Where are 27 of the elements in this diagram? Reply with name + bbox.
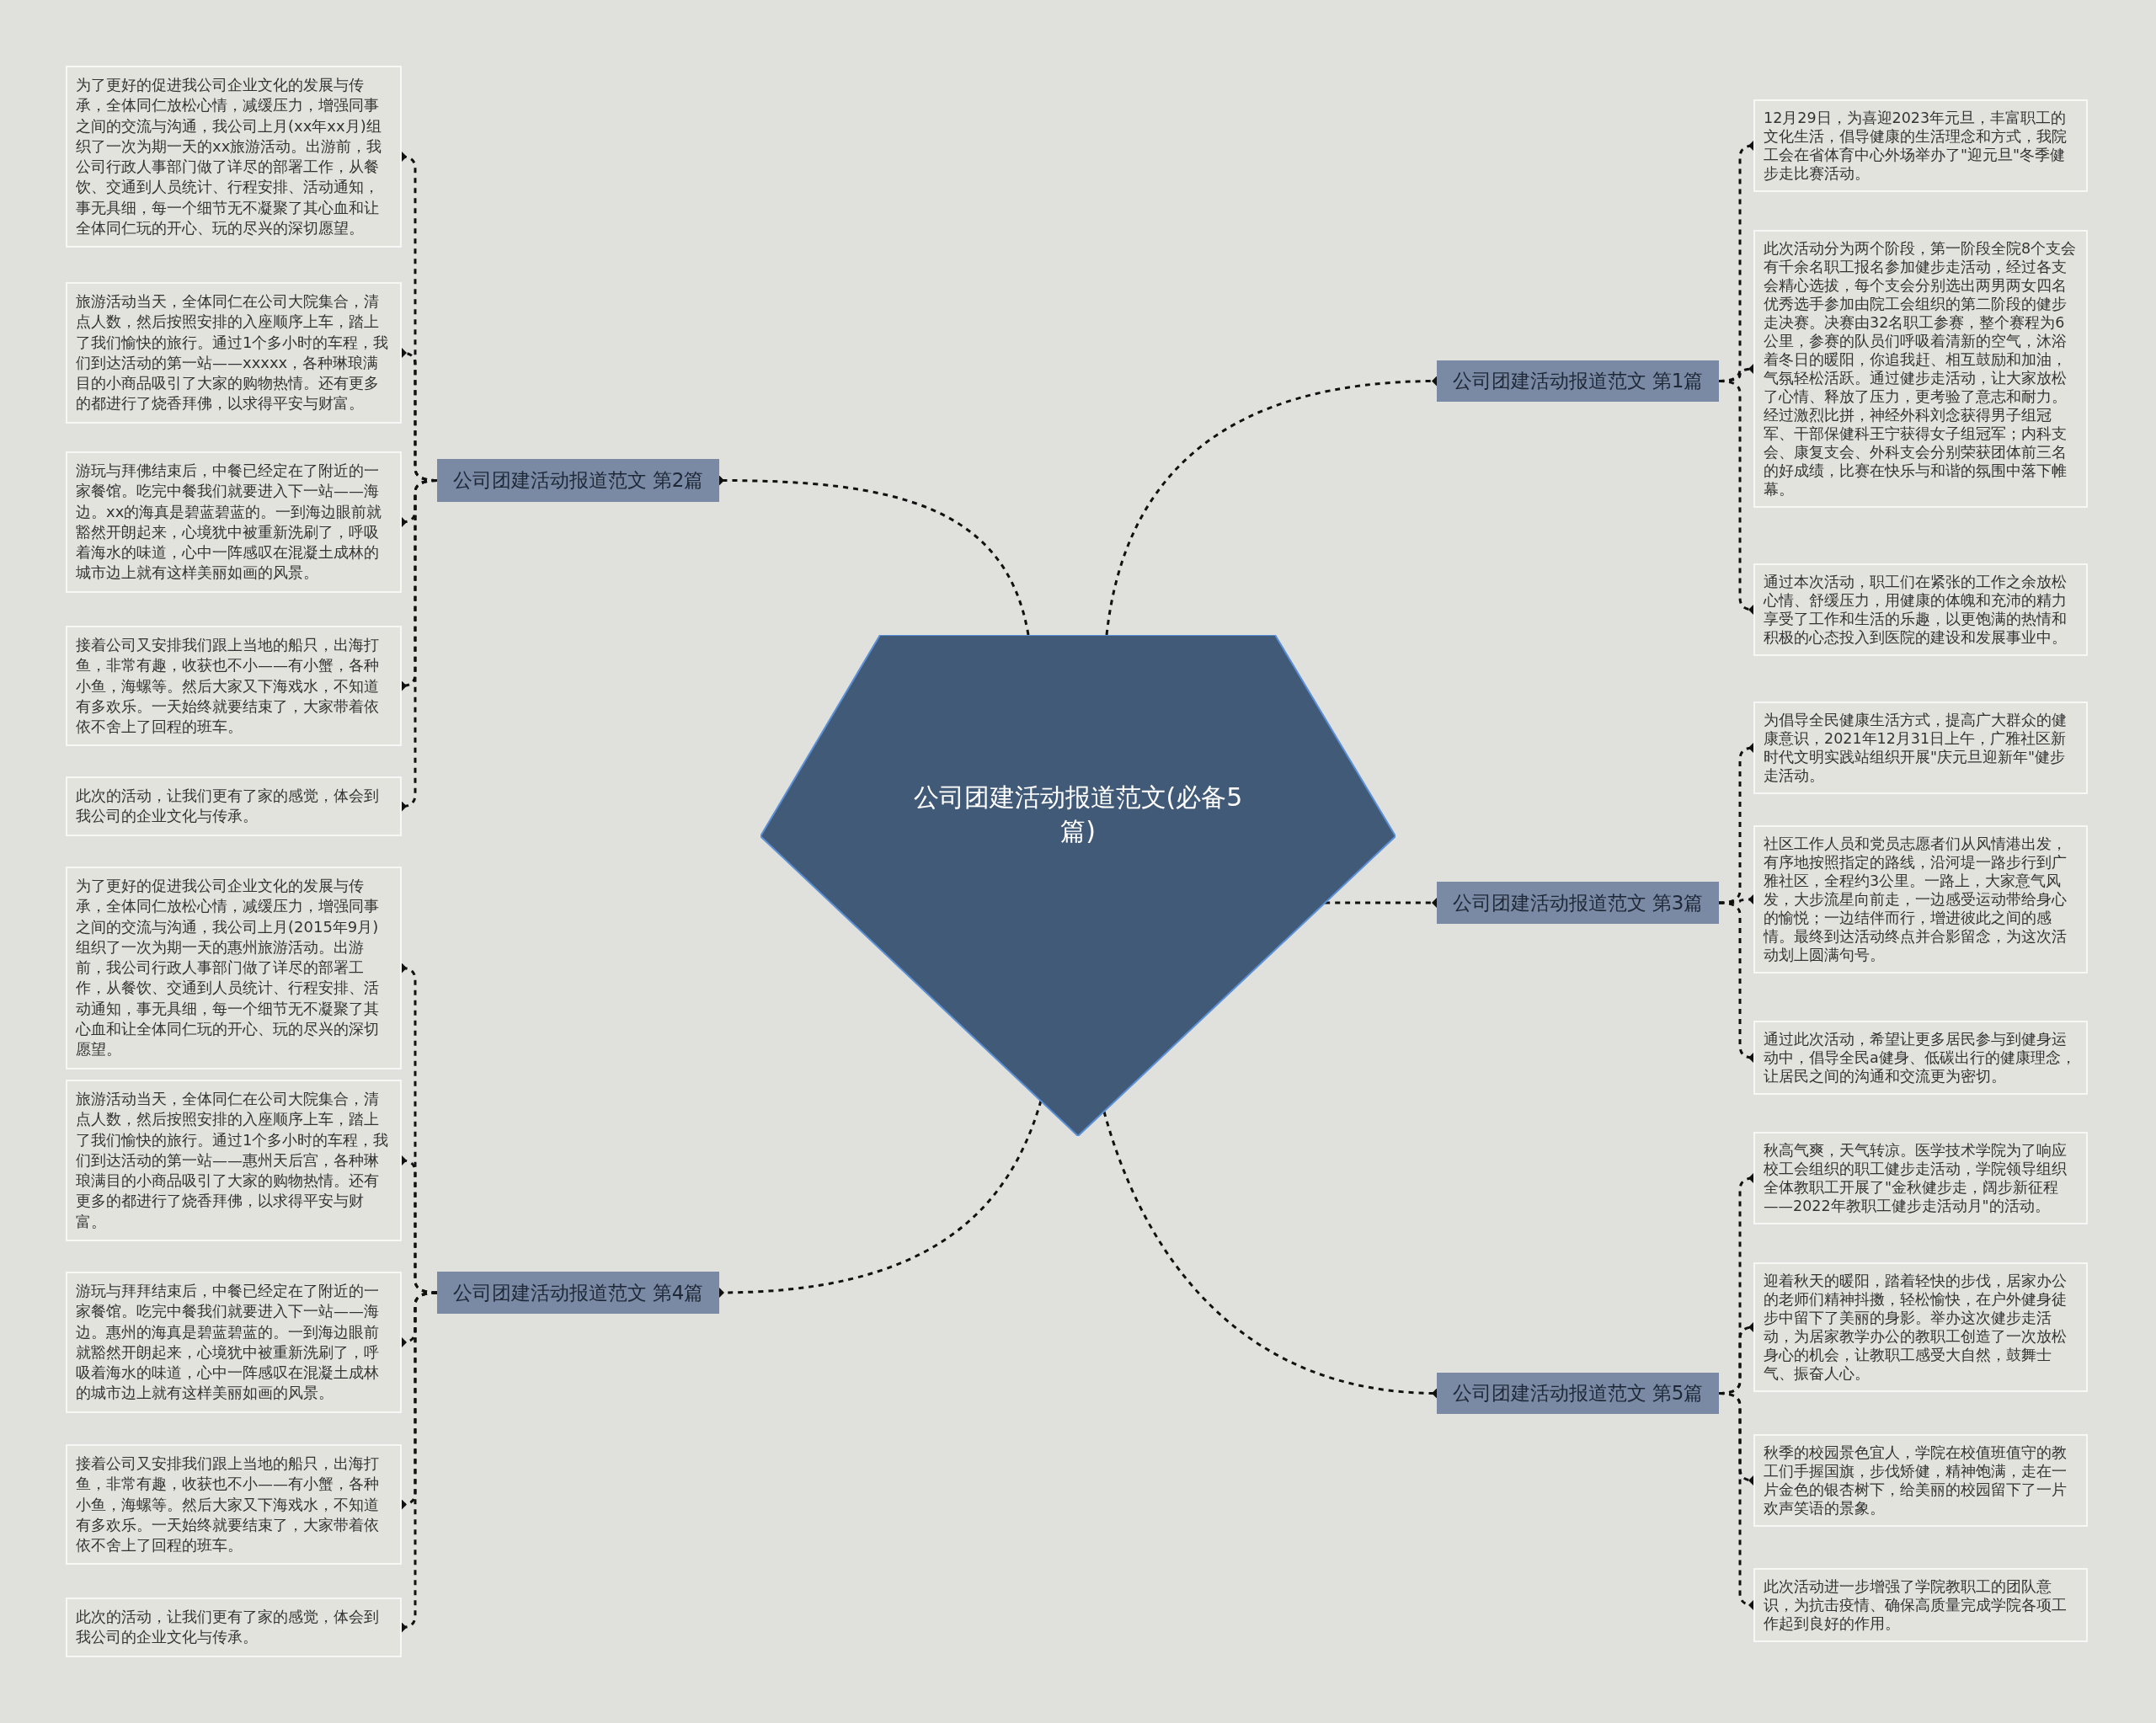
topic-box: 公司团建活动报道范文 第4篇: [437, 1272, 719, 1314]
text-box: 秋季的校园景色宜人，学院在校值班值守的教工们手握国旗，步伐矫健，精神饱满，走在一片金色的银杏树下，给美丽的校园留下了一片欢声笑语的景象。: [1753, 1434, 2088, 1527]
topic-box: 公司团建活动报道范文 第3篇: [1437, 882, 1719, 924]
text-box: 游玩与拜拜结束后，中餐已经定在了附近的一家餐馆。吃完中餐我们就要进入下一站——海边。惠州的海真是碧蓝碧蓝的。一到海边眼前就豁然开朗起来，心境犹中被重新洗刷了，呼吸着海水的味道，心中一阵感叹在混凝土成林的城市边上就有这样美丽如画的风景。: [66, 1272, 402, 1413]
text-box: 为倡导全民健康生活方式，提高广大群众的健康意识，2021年12月31日上午，广雅社区新时代文明实践站组织开展"庆元旦迎新年"健步走活动。: [1753, 701, 2088, 794]
text-box: 为了更好的促进我公司企业文化的发展与传承，全体同仁放松心情，减缓压力，增强同事之间的交流与沟通，我公司上月(2015年9月)组织了一次为期一天的惠州旅游活动。出游前，我公司行政人事部门做了详尽的部署工作，从餐饮、交通到人员统计、行程安排、活动通知，事无具细，每一个细节无不凝聚了其心血和让全体同仁玩的开心、玩的尽兴的深切愿望。: [66, 867, 402, 1070]
title-text: 公司团建活动报道范文(必备5篇): [912, 781, 1244, 847]
text-box: 此次活动进一步增强了学院教职工的团队意识，为抗击疫情、确保高质量完成学院各项工作起到良好的作用。: [1753, 1568, 2088, 1642]
text-box: 旅游活动当天，全体同仁在公司大院集合，清点人数，然后按照安排的入座顺序上车，踏上了我们愉快的旅行。通过1个多小时的车程，我们到达活动的第一站——xxxxx，各种琳琅满目的小商品吸引了大家的购物热情。还有更多的都进行了烧香拜佛，以求得平安与财富。: [66, 282, 402, 424]
text-box: 通过本次活动，职工们在紧张的工作之余放松心情、舒缓压力，用健康的体魄和充沛的精力享受了工作和生活的乐趣，以更饱满的热情和积极的心态投入到医院的建设和发展事业中。: [1753, 563, 2088, 656]
text-box: 接着公司又安排我们跟上当地的船只，出海打鱼，非常有趣，收获也不小——有小蟹，各种小鱼，海螺等。然后大家又下海戏水，不知道有多欢乐。一天始终就要结束了，大家带着依依不舍上了回程的班车。: [66, 1444, 402, 1566]
text-box: 此次活动分为两个阶段，第一阶段全院8个支会有千余名职工报名参加健步走活动，经过各支会精心选拔，每个支会分别选出两男两女四名优秀选手参加由院工会组织的第二阶段的健步走决赛。决赛由32名职工参赛，整个赛程为6公里，参赛的队员们呼吸着清新的空气，沐浴着冬日的暖阳，你追我赶、相互鼓励和加油，气氛轻松活跃。通过健步走活动，让大家放松了心情、释放了压力，更考验了意志和耐力。经过激烈比拼，神经外科刘念获得男子组冠军、干部保健科王宁获得女子组冠军；内科支会、康复支会、外科支会分别荣获团体前三名的好成绩，比赛在快乐与和谐的氛围中落下帷幕。: [1753, 230, 2088, 508]
topic-box: 公司团建活动报道范文 第5篇: [1437, 1373, 1719, 1414]
text-box: 旅游活动当天，全体同仁在公司大院集合，清点人数，然后按照安排的入座顺序上车，踏上了我们愉快的旅行。通过1个多小时的车程，我们到达活动的第一站——惠州天后宫，各种琳琅满目的小商品吸引了大家的购物热情。还有更多的都进行了烧香拜佛，以求得平安与财富。: [66, 1080, 402, 1242]
text-box: 游玩与拜佛结束后，中餐已经定在了附近的一家餐馆。吃完中餐我们就要进入下一站——海边。xx的海真是碧蓝碧蓝的。一到海边眼前就豁然开朗起来，心境犹中被重新洗刷了，呼吸着海水的味道，心中一阵感叹在混凝土成林的城市边上就有这样美丽如画的风景。: [66, 451, 402, 593]
text-box: 通过此次活动，希望让更多居民参与到健身运动中，倡导全民a健身、低碳出行的健康理念，让居民之间的沟通和交流更为密切。: [1753, 1021, 2088, 1095]
topic-box: 公司团建活动报道范文 第2篇: [437, 459, 719, 502]
text-box: 12月29日，为喜迎2023年元旦，丰富职工的文化生活，倡导健康的生活理念和方式，我院工会在省体育中心外场举办了"迎元旦"冬季健步走比赛活动。: [1753, 99, 2088, 192]
text-box: 接着公司又安排我们跟上当地的船只，出海打鱼，非常有趣，收获也不小——有小蟹，各种小鱼，海螺等。然后大家又下海戏水，不知道有多欢乐。一天始终就要结束了，大家带着依依不舍上了回程的班车。: [66, 626, 402, 747]
pentagon-node: [760, 635, 1396, 1136]
topic-box: 公司团建活动报道范文 第1篇: [1437, 360, 1719, 402]
text-box: 迎着秋天的暖阳，踏着轻快的步伐，居家办公的老师们精神抖擞，轻松愉快，在户外健身徒步中留下了美丽的身影。举办这次健步走活动，为居家教学办公的教职工创造了一次放松身心的机会，让教职工感受大自然，鼓舞士气、振奋人心。: [1753, 1262, 2088, 1392]
text-box: 此次的活动，让我们更有了家的感觉，体会到我公司的企业文化与传承。: [66, 1598, 402, 1657]
text-box: 秋高气爽，天气转凉。医学技术学院为了响应校工会组织的职工健步走活动，学院领导组织全体教职工开展了"金秋健步走，阔步新征程——2022年教职工健步走活动月"的活动。: [1753, 1132, 2088, 1224]
text-box: 此次的活动，让我们更有了家的感觉，体会到我公司的企业文化与传承。: [66, 776, 402, 836]
text-box: 社区工作人员和党员志愿者们从风情港出发，有序地按照指定的路线，沿河堤一路步行到广雅社区，全程约3公里。一路上，大家意气风发，大步流星向前走，一边感受运动带给身心的愉悦；一边结伴而行，增进彼此之间的感情。最终到达活动终点并合影留念，为这次活动划上圆满句号。: [1753, 825, 2088, 974]
text-box: 为了更好的促进我公司企业文化的发展与传承，全体同仁放松心情，减缓压力，增强同事之间的交流与沟通，我公司上月(xx年xx月)组织了一次为期一天的xx旅游活动。出游前，我公司行政人事部门做了详尽的部署工作，从餐饮、交通到人员统计、行程安排、活动通知，事无具细，每一个细节无不凝聚了其心血和让全体同仁玩的开心、玩的尽兴的深切愿望。: [66, 66, 402, 248]
